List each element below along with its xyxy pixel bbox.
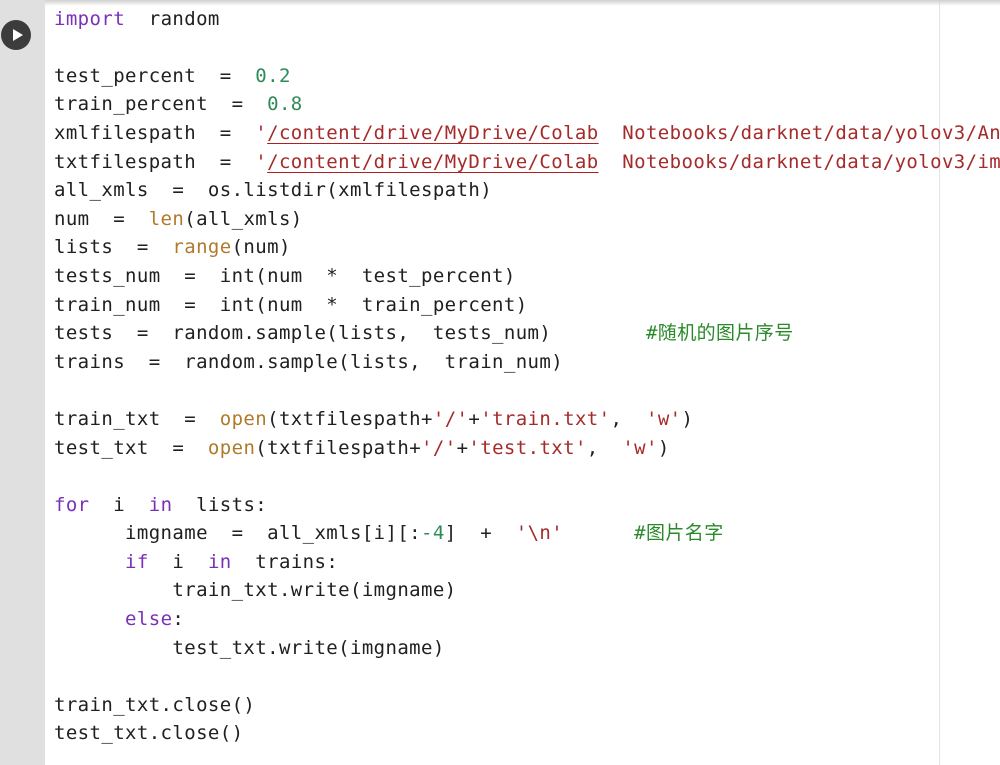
- code-line: test_txt.close(): [54, 719, 1000, 748]
- code-token: open: [219, 407, 268, 430]
- code-token: -4: [421, 522, 445, 545]
- code-token: for: [54, 493, 90, 516]
- code-token: 'w': [622, 436, 658, 459]
- code-token: train_txt =: [54, 407, 220, 430]
- code-token: (txtfilespath+: [267, 407, 433, 430]
- code-line: [54, 33, 1000, 62]
- code-line: train_txt = open(txtfilespath+'/'+'train…: [54, 405, 1000, 434]
- code-token: all_xmls = os.listdir(xmlfilespath): [54, 179, 493, 202]
- code-token: in: [148, 493, 173, 516]
- code-token: i: [148, 550, 208, 573]
- code-token: range: [172, 236, 232, 259]
- code-token: #图片名字: [634, 522, 724, 545]
- code-token: ': [255, 150, 268, 173]
- code-token: imgname = all_xmls[i][:: [54, 522, 422, 545]
- code-line: train_num = int(num * train_percent): [54, 291, 1000, 320]
- code-token: /content/drive/MyDrive/Colab: [267, 150, 599, 173]
- code-token: xmlfilespath =: [54, 121, 256, 144]
- play-icon: [12, 29, 23, 41]
- code-token: ] +: [444, 522, 516, 545]
- code-token: txtfilespath =: [54, 150, 256, 173]
- code-line: num = len(all_xmls): [54, 205, 1000, 234]
- code-line: [54, 662, 1000, 691]
- code-line: tests_num = int(num * test_percent): [54, 262, 1000, 291]
- code-token: ): [657, 436, 670, 459]
- code-line: all_xmls = os.listdir(xmlfilespath): [54, 176, 1000, 205]
- code-token: train_txt.close(): [54, 693, 256, 716]
- code-token: test_percent =: [54, 64, 256, 87]
- code-line: lists = range(num): [54, 233, 1000, 262]
- code-line: test_percent = 0.2: [54, 62, 1000, 91]
- code-line: else:: [54, 605, 1000, 634]
- code-token: in: [207, 550, 232, 573]
- code-token: Notebooks/darknet/data/yolov3/Annotation…: [622, 121, 1000, 144]
- code-token: 0.2: [255, 64, 291, 87]
- code-token: test_txt.close(): [54, 722, 244, 745]
- cell-top-shadow: [45, 0, 1000, 6]
- code-token: ,: [610, 407, 646, 430]
- code-token: else: [125, 608, 173, 631]
- code-token: random: [125, 7, 220, 30]
- code-line: [54, 462, 1000, 491]
- code-line: for i in lists:: [54, 491, 1000, 520]
- code-token: lists =: [54, 236, 173, 259]
- code-token: [54, 551, 125, 573]
- code-line: trains = random.sample(lists, train_num): [54, 348, 1000, 377]
- code-token: test_txt.write(imgname): [54, 636, 445, 659]
- run-cell-button[interactable]: [1, 20, 31, 50]
- code-line: imgname = all_xmls[i][:-4] + '\n' #图片名字: [54, 519, 1000, 548]
- line-length-ruler: [939, 0, 940, 765]
- code-line: test_txt.write(imgname): [54, 634, 1000, 663]
- code-line: train_txt.write(imgname): [54, 576, 1000, 605]
- code-token: (num): [231, 236, 291, 259]
- code-token: num =: [54, 207, 149, 230]
- code-token: if: [125, 550, 149, 573]
- code-token: '\n': [515, 522, 564, 545]
- code-token: +: [468, 407, 481, 430]
- code-token: '/': [432, 407, 469, 430]
- code-token: train_num = int(num * train_percent): [54, 293, 528, 316]
- code-token: Notebooks/darknet/data/yolov3/imagesets': [622, 150, 1000, 173]
- code-token: :: [172, 608, 185, 631]
- code-token: train_txt.write(imgname): [54, 579, 457, 602]
- code-token: lists:: [172, 493, 268, 516]
- code-line: if i in trains:: [54, 548, 1000, 577]
- code-cell[interactable]: import osimport random test_percent = 0.…: [45, 0, 1000, 765]
- code-editor[interactable]: import osimport random test_percent = 0.…: [54, 0, 1000, 748]
- code-token: [54, 608, 125, 630]
- code-token: ,: [586, 436, 623, 459]
- code-line: tests = random.sample(lists, tests_num) …: [54, 319, 1000, 348]
- code-line: test_txt = open(txtfilespath+'/'+'test.t…: [54, 434, 1000, 463]
- code-token: len: [148, 207, 185, 230]
- code-token: ': [255, 121, 268, 144]
- code-token: tests = random.sample(lists, tests_num): [54, 322, 646, 345]
- code-token: trains = random.sample(lists, train_num): [54, 350, 564, 373]
- code-token: tests_num = int(num * test_percent): [54, 264, 516, 287]
- code-token: ): [681, 407, 694, 430]
- code-token: '/': [421, 436, 457, 459]
- code-token: (txtfilespath+: [255, 436, 422, 459]
- code-token: train_percent =: [54, 93, 268, 116]
- code-token: 'train.txt': [480, 407, 611, 430]
- code-token: /content/drive/MyDrive/Colab: [267, 121, 599, 144]
- code-token: trains:: [231, 550, 339, 573]
- code-line: import random: [54, 5, 1000, 34]
- code-token: 0.8: [267, 93, 303, 116]
- code-token: 'w': [646, 407, 682, 430]
- code-line: train_percent = 0.8: [54, 90, 1000, 119]
- code-token: #随机的图片序号: [645, 322, 794, 345]
- code-line: xmlfilespath = '/content/drive/MyDrive/C…: [54, 119, 1000, 148]
- code-token: import: [54, 7, 126, 30]
- code-line: [54, 376, 1000, 405]
- code-token: +: [456, 436, 469, 459]
- code-token: open: [207, 436, 256, 459]
- code-token: [563, 522, 634, 544]
- code-line: txtfilespath = '/content/drive/MyDrive/C…: [54, 148, 1000, 177]
- code-token: i: [89, 493, 149, 516]
- code-token: (all_xmls): [184, 207, 303, 230]
- cell-gutter: [0, 0, 45, 765]
- code-line: train_txt.close(): [54, 691, 1000, 720]
- code-token: test_txt =: [54, 436, 208, 459]
- code-token: 'test.txt': [468, 436, 587, 459]
